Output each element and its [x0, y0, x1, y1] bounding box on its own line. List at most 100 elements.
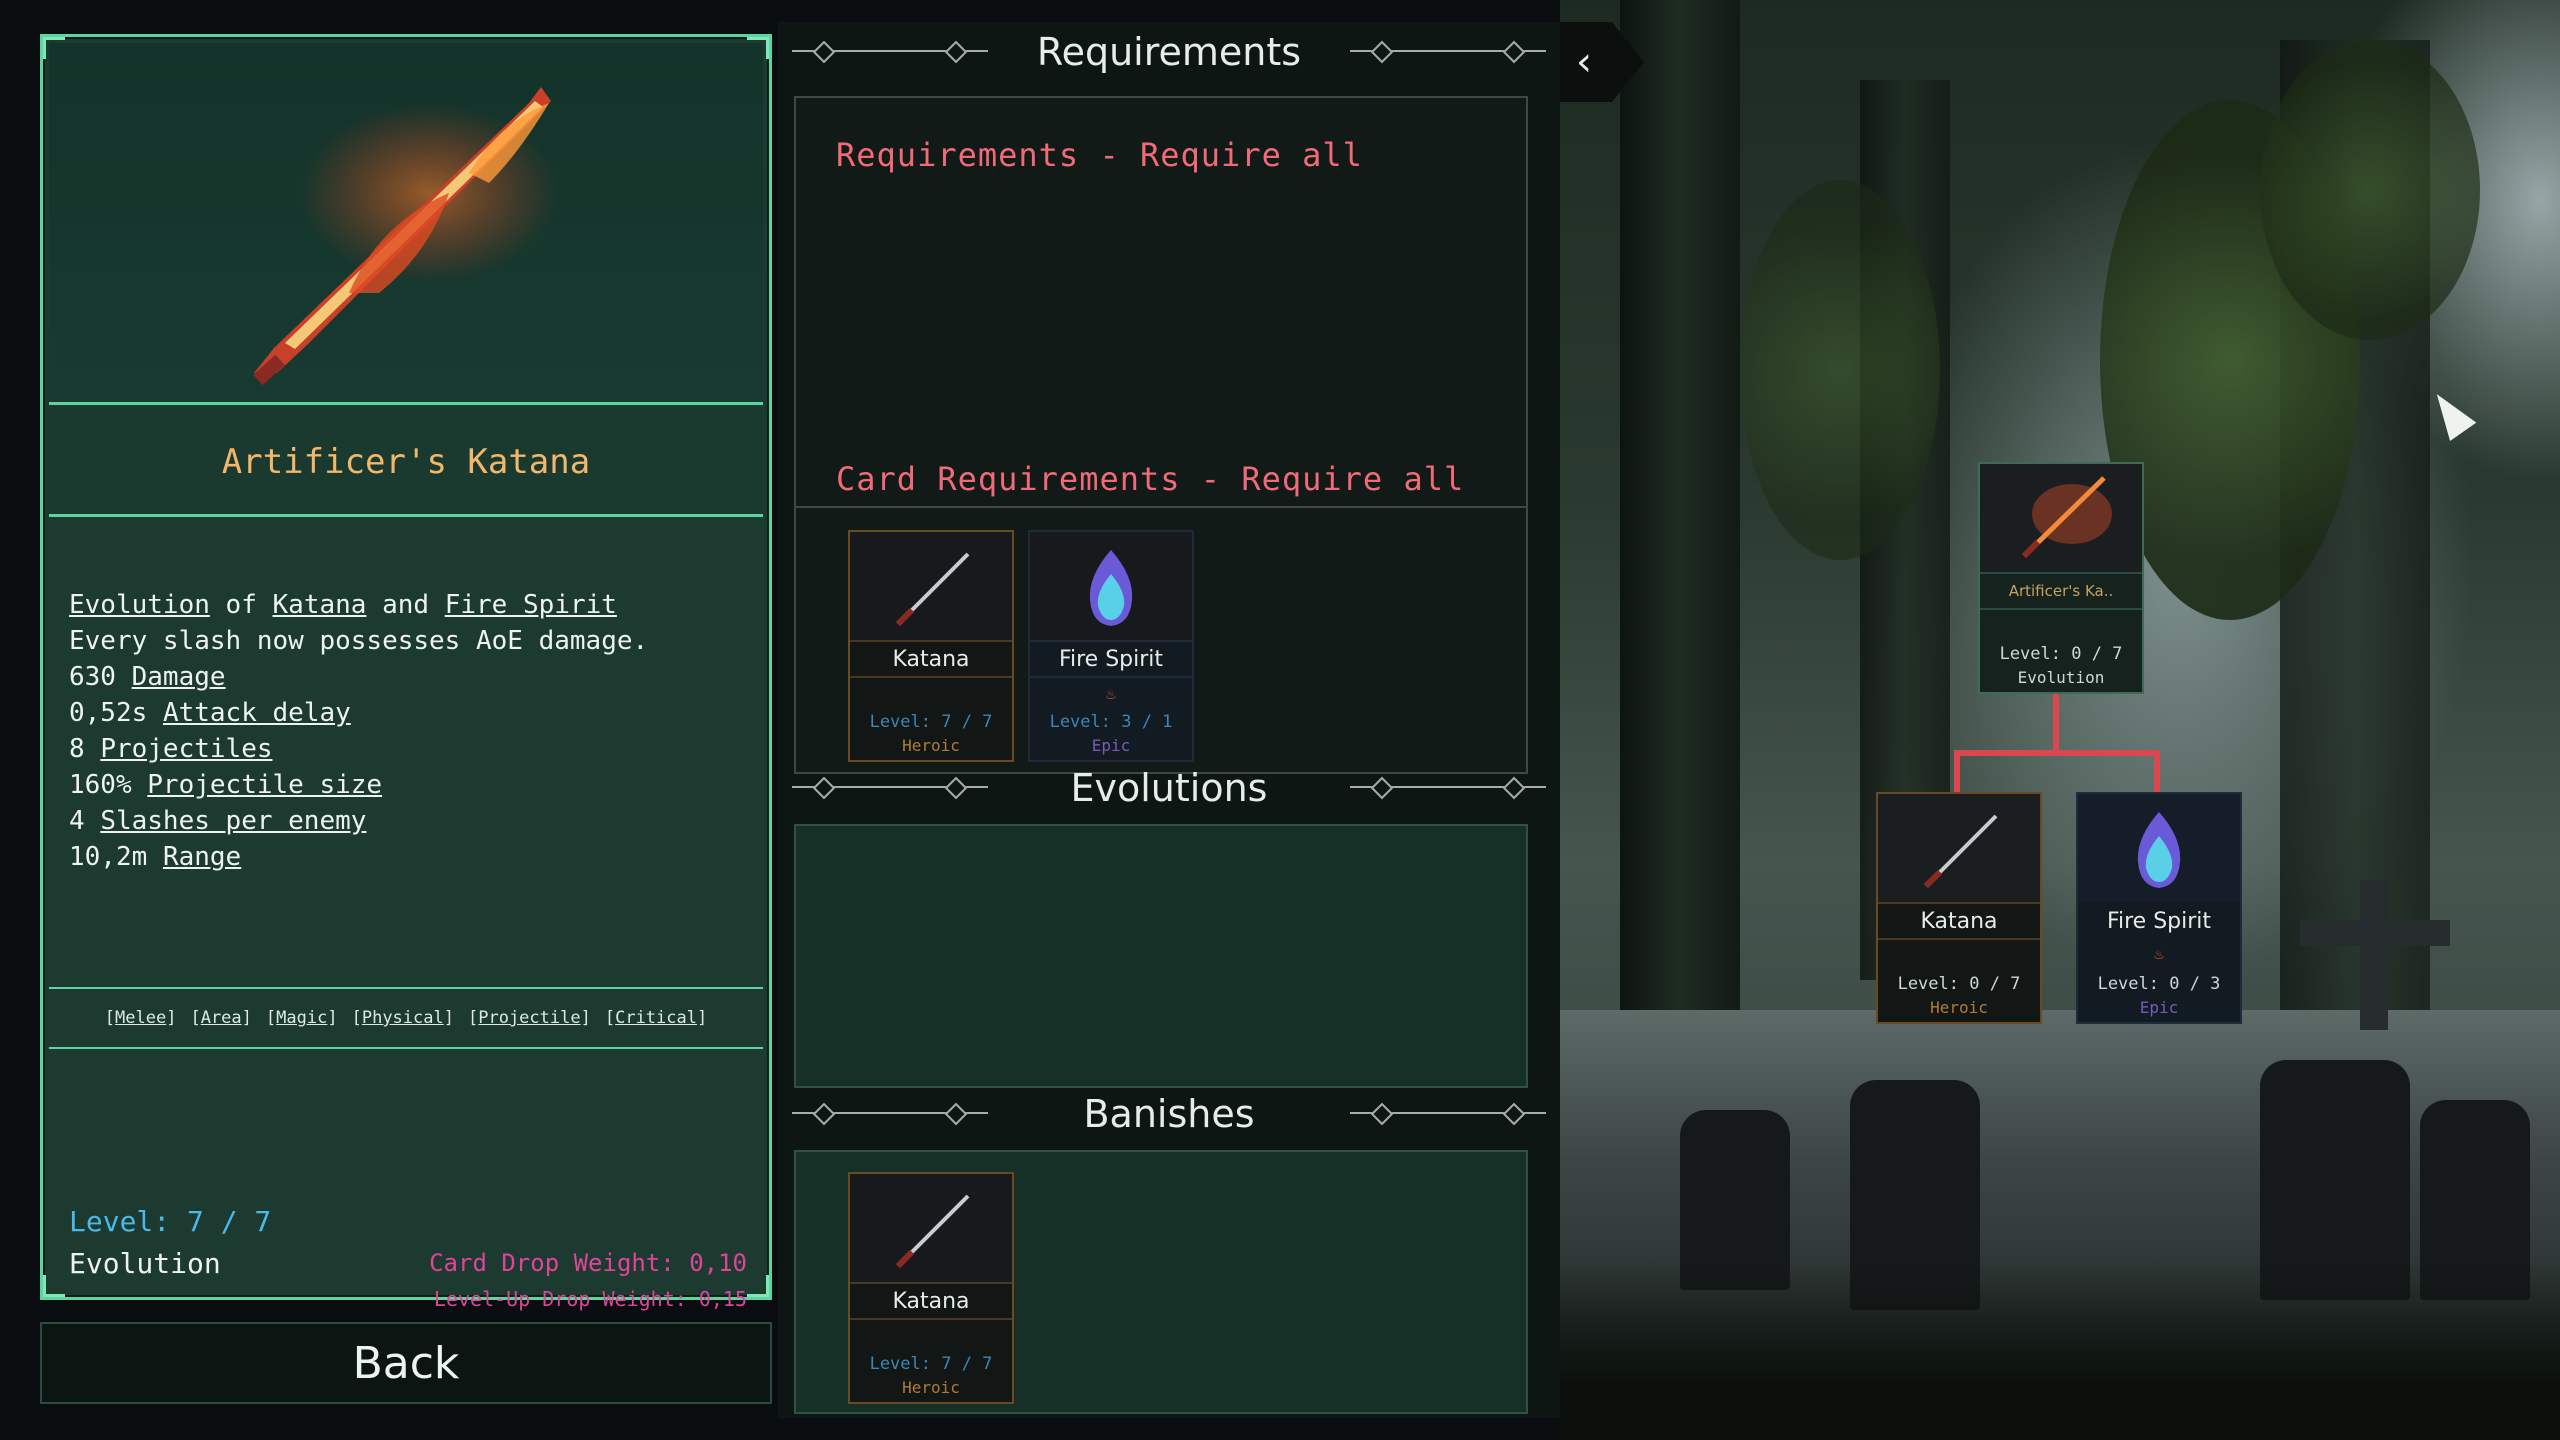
tree-node-artificers-katana[interactable]: Artificer's Ka.. Level: 0 / 7 Evolution [1978, 462, 2144, 694]
stat-line: 160% Projectile size [69, 767, 749, 803]
levelup-drop-weight: Level-Up Drop Weight: 0,15 [433, 1287, 747, 1311]
stat-line: 0,52s Attack delay [69, 695, 749, 731]
card-rarity: Heroic [1930, 998, 1988, 1017]
item-rarity: Evolution [69, 1247, 221, 1280]
card-name: Katana [1878, 902, 2040, 940]
item-level: Level: 7 / 7 [69, 1205, 272, 1238]
tree-connector [1954, 750, 1960, 794]
tree-node-fire-spirit[interactable]: Fire Spirit ♨ Level: 0 / 3 Epic [2076, 792, 2242, 1024]
card-level: Level: 7 / 7 [869, 712, 993, 732]
card-level: Level: 0 / 3 [2097, 974, 2221, 994]
back-button[interactable]: Back [40, 1322, 772, 1404]
chevron-left-icon: ‹ [1576, 39, 1592, 85]
card-art [850, 532, 1012, 640]
fire-spirit-link[interactable]: Fire Spirit [444, 590, 617, 620]
flame-icon: ♨ [1106, 684, 1116, 703]
card-level: Level: 0 / 7 [1999, 644, 2123, 664]
stat-label[interactable]: Attack delay [162, 698, 351, 728]
card-name: Katana [850, 1282, 1012, 1320]
tag-area[interactable]: [Area] [190, 1008, 252, 1028]
tag-magic[interactable]: [Magic] [265, 1008, 338, 1028]
evolution-link[interactable]: Evolution [69, 590, 210, 620]
fire-spirit-icon [1089, 550, 1133, 626]
ornament-divider [1350, 1112, 1546, 1114]
stat-value: 630 [69, 662, 116, 692]
stat-label[interactable]: Slashes per enemy [100, 806, 367, 836]
panel-corner [747, 1275, 769, 1297]
flaming-katana-icon [253, 87, 559, 386]
item-name: Artificer's Katana [221, 441, 591, 482]
tag-critical[interactable]: [Critical] [604, 1008, 708, 1028]
stat-label[interactable]: Projectile size [147, 770, 383, 800]
panel-corner [747, 37, 769, 59]
divider [796, 506, 1526, 508]
tag-physical[interactable]: [Physical] [351, 1008, 454, 1028]
stat-value: 0,52s [69, 698, 148, 728]
card-rarity: Heroic [902, 1378, 960, 1397]
requirement-card-fire-spirit[interactable]: Fire Spirit ♨ Level: 3 / 1 Epic [1028, 530, 1194, 762]
card-requirements-title: Card Requirements - Require all [836, 460, 1465, 498]
stat-label[interactable]: Projectiles [100, 734, 273, 764]
stat-label[interactable]: Range [162, 842, 242, 872]
tag-melee[interactable]: [Melee] [104, 1008, 177, 1028]
card-art [1980, 464, 2142, 572]
ornament-divider [1350, 50, 1546, 52]
card-name: Fire Spirit [2106, 908, 2212, 934]
item-name-box: Artificer's Katana [49, 409, 763, 517]
card-art [1878, 794, 2040, 902]
ornament-divider [792, 1112, 988, 1114]
card-name: Katana [850, 640, 1012, 678]
stat-value: 4 [69, 806, 85, 836]
fire-spirit-icon [2137, 812, 2181, 888]
tree-connector [2154, 750, 2160, 794]
katana-icon [895, 552, 970, 627]
ornament-divider [792, 786, 988, 788]
ornament-divider [792, 50, 988, 52]
card-level: Level: 3 / 1 [1049, 712, 1173, 732]
ornament-divider [1350, 786, 1546, 788]
background-scene [1560, 0, 2560, 1440]
stat-value: 8 [69, 734, 85, 764]
katana-link[interactable]: Katana [272, 590, 367, 620]
stat-line: 630 Damage [69, 659, 749, 695]
card-rarity: Epic [2139, 998, 2179, 1017]
item-info-panel: Artificer's Katana Evolution of Katana a… [40, 34, 772, 1311]
banishes-heading: Banishes [1083, 1092, 1255, 1136]
banishes-header: Banishes [778, 1084, 1560, 1144]
stat-value: 160% [69, 770, 132, 800]
requirements-title: Requirements - Require all [836, 136, 1363, 174]
tree-connector [2053, 694, 2059, 752]
tree-node-katana[interactable]: Katana Level: 0 / 7 Heroic [1876, 792, 2042, 1024]
card-art [2078, 794, 2240, 902]
stat-line: 10,2m Range [69, 839, 749, 875]
requirements-heading: Requirements [1036, 30, 1302, 74]
panel-corner [43, 37, 65, 59]
item-artwork [49, 43, 763, 405]
requirement-card-katana[interactable]: Katana Level: 7 / 7 Heroic [848, 530, 1014, 762]
card-name: Fire Spirit [1030, 640, 1192, 678]
and-text: and [382, 590, 430, 620]
card-rarity: Heroic [902, 736, 960, 755]
stat-label[interactable]: Damage [131, 662, 226, 692]
card-drop-weight: Card Drop Weight: 0,10 [429, 1249, 747, 1277]
tag-projectile[interactable]: [Projectile] [467, 1008, 591, 1028]
banish-card-katana[interactable]: Katana Level: 7 / 7 Heroic [848, 1172, 1014, 1404]
flaming-katana-icon [2021, 476, 2112, 559]
effect-text: Every slash now possesses AoE damage. [69, 626, 649, 656]
card-rarity: Evolution [2017, 668, 2105, 687]
card-name: Artificer's Ka.. [1980, 572, 2142, 610]
evolutions-heading: Evolutions [1070, 766, 1268, 810]
card-art [1030, 532, 1192, 640]
tree-connector [1954, 750, 2160, 756]
stat-line: 4 Slashes per enemy [69, 803, 749, 839]
evolutions-header: Evolutions [778, 758, 1560, 818]
evolutions-box [794, 824, 1528, 1088]
card-level: Level: 7 / 7 [869, 1354, 993, 1374]
stat-value: 10,2m [69, 842, 148, 872]
tags-row: [Melee] [Area] [Magic] [Physical] [Proje… [49, 987, 763, 1049]
card-level: Level: 0 / 7 [1897, 974, 2021, 994]
katana-icon [895, 1194, 970, 1269]
requirements-header: Requirements [778, 22, 1560, 82]
card-art [850, 1174, 1012, 1282]
stat-line: 8 Projectiles [69, 731, 749, 767]
